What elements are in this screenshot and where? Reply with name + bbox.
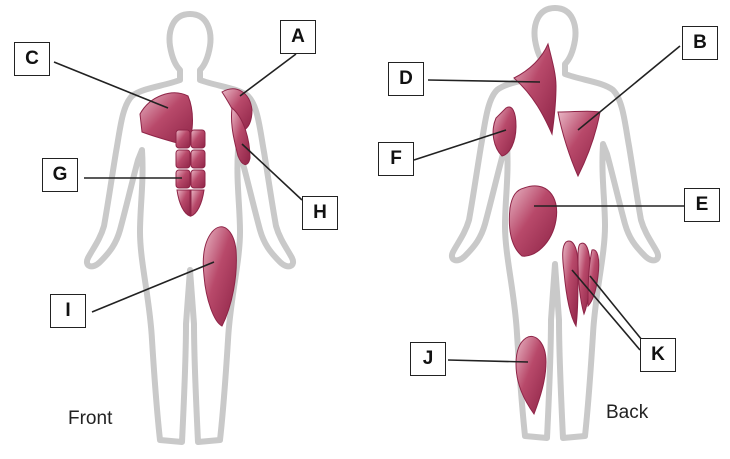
label-box-a: A [280,20,316,54]
front-body-outline [87,14,293,442]
label-box-c: C [14,42,50,76]
label-box-d: D [388,62,424,96]
front-view-caption: Front [68,408,112,430]
label-box-k: K [640,338,676,372]
label-box-b: B [682,26,718,60]
back-view-caption: Back [606,402,648,424]
abdominal-muscle-g [176,130,205,216]
label-box-g: G [42,158,78,192]
leader-line-a [240,54,296,96]
label-box-i: I [50,294,86,328]
label-box-e: E [684,188,720,222]
label-box-f: F [378,142,414,176]
label-box-j: J [410,342,446,376]
label-box-h: H [302,196,338,230]
